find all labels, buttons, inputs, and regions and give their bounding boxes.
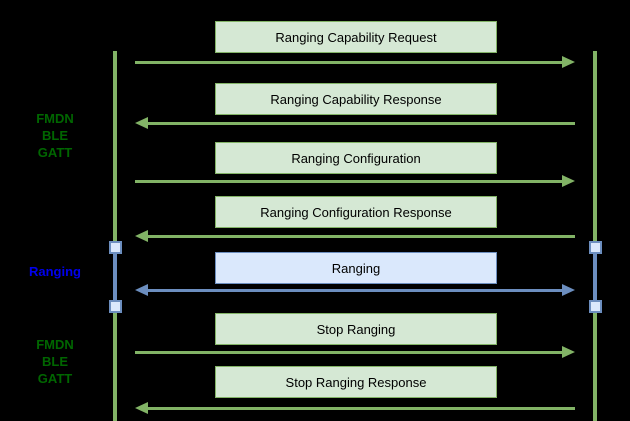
activation-marker — [109, 241, 122, 254]
section-label-line: GATT — [37, 371, 73, 386]
message-box: Ranging Configuration Response — [215, 196, 497, 228]
section-label-line: FMDN — [36, 337, 74, 352]
activation-marker — [589, 300, 602, 313]
arrow-left-icon — [135, 117, 575, 129]
activation-marker — [109, 300, 122, 313]
arrow-right-icon — [135, 175, 575, 187]
lifeline-left-ranging-segment — [113, 247, 117, 307]
section-label-ranging: Ranging — [0, 263, 110, 280]
section-label-line: BLE — [42, 354, 68, 369]
arrow-left-icon — [135, 402, 575, 414]
arrow-right-icon — [135, 56, 575, 68]
section-label-fmdn-ble-gatt-top: FMDN BLE GATT — [0, 110, 110, 161]
message-box: Stop Ranging Response — [215, 366, 497, 398]
lifeline-right-ranging-segment — [593, 247, 597, 307]
section-label-line: BLE — [42, 128, 68, 143]
lifeline-left — [113, 51, 117, 421]
section-label-line: GATT — [37, 145, 73, 160]
arrow-right-icon — [135, 346, 575, 358]
message-box: Ranging — [215, 252, 497, 284]
message-box: Ranging Configuration — [215, 142, 497, 174]
message-box: Ranging Capability Request — [215, 21, 497, 53]
section-label-line: Ranging — [29, 264, 81, 279]
section-label-fmdn-ble-gatt-bottom: FMDN BLE GATT — [0, 336, 110, 387]
arrow-bidirectional-icon — [135, 284, 575, 296]
arrow-left-icon — [135, 230, 575, 242]
message-box: Ranging Capability Response — [215, 83, 497, 115]
message-box: Stop Ranging — [215, 313, 497, 345]
lifeline-right — [593, 51, 597, 421]
section-label-line: FMDN — [36, 111, 74, 126]
activation-marker — [589, 241, 602, 254]
